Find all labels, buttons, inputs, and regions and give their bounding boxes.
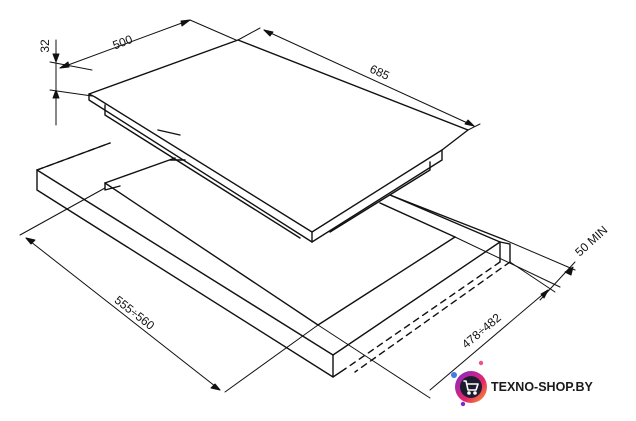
worktop xyxy=(36,129,511,378)
dimension-clearance xyxy=(504,239,576,301)
cutout-opening xyxy=(104,157,456,326)
label-clearance: 50 MIN xyxy=(572,223,610,259)
label-depth: 500 xyxy=(111,32,135,52)
dimension-width xyxy=(237,27,481,131)
dimension-height xyxy=(49,39,93,126)
hob-glass xyxy=(88,39,469,243)
logo-dot-purple xyxy=(460,401,466,407)
label-cutout-depth: 478÷482 xyxy=(459,310,504,351)
watermark-logo: TEXNO-SHOP.BY xyxy=(451,360,594,407)
dimension-cutout-depth xyxy=(317,236,561,399)
brand-name: TEXNO-SHOP.BY xyxy=(491,380,594,394)
dimension-depth xyxy=(59,19,237,69)
logo-dot-pink xyxy=(478,360,484,366)
logo-dot-blue xyxy=(451,372,457,378)
dimension-cutout-width xyxy=(19,187,319,393)
label-width: 685 xyxy=(368,62,392,83)
label-cutout-width: 555÷560 xyxy=(112,293,158,333)
worktop-hidden-edges xyxy=(36,142,511,373)
shopping-cart-icon xyxy=(463,380,479,395)
label-height: 32 xyxy=(38,39,52,53)
